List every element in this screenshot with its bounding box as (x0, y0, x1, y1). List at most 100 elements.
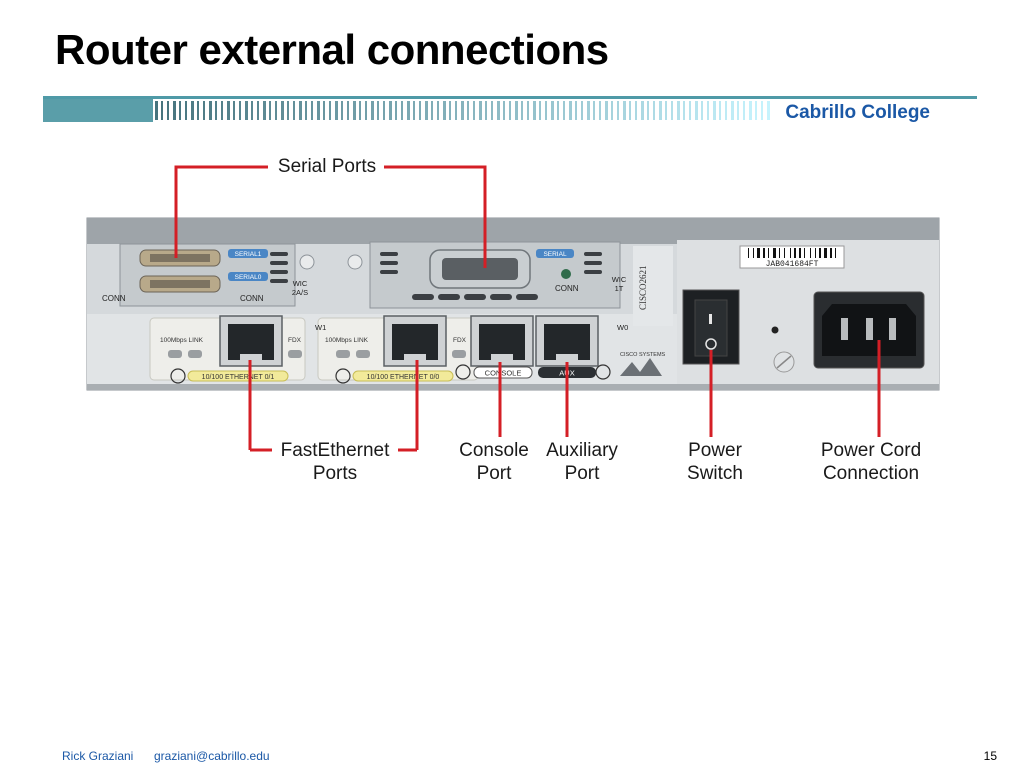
band-stripe (203, 101, 205, 120)
auxiliary-port (535, 315, 599, 367)
w1-label: W1 (315, 323, 326, 332)
link-mid-label: 100Mbps LINK (325, 337, 369, 344)
band-stripe (395, 101, 397, 120)
band-stripe (617, 101, 619, 120)
band-stripe (527, 101, 529, 120)
barcode-bar (815, 248, 816, 258)
band-stripe (209, 101, 212, 120)
band-stripe (389, 101, 392, 120)
band-stripe (197, 101, 199, 120)
console-port-callout: Console Port (459, 440, 529, 484)
callout-lines (174, 165, 881, 452)
band-stripe (311, 101, 313, 120)
power-cord-socket (813, 291, 925, 369)
band-stripe (605, 101, 608, 120)
band-stripe (533, 101, 536, 120)
conn-mid-label: CONN (240, 294, 264, 303)
barcode-bar (757, 248, 760, 258)
band-stripe (353, 101, 356, 120)
barcode-bar (830, 248, 832, 258)
band-stripe (251, 101, 253, 120)
power-cord-connection-callout: Power Cord Connection (820, 440, 922, 484)
band-stripe (473, 101, 475, 120)
fastethernet-0-0-port (383, 315, 447, 367)
barcode-bar (804, 248, 805, 258)
band-stripe (257, 101, 259, 120)
band-stripe (329, 101, 331, 120)
band-stripe (365, 101, 367, 120)
band-stripe (227, 101, 230, 120)
band-stripe (557, 101, 559, 120)
band-stripe (563, 101, 565, 120)
band-stripe (665, 101, 667, 120)
band-stripe (167, 101, 169, 120)
serial-number-label: JAB041684FT (766, 260, 819, 269)
band-stripe (479, 101, 482, 120)
band-stripe (611, 101, 613, 120)
conn-right-label: CONN (555, 284, 579, 293)
band-stripe (659, 101, 662, 120)
band-stripe (335, 101, 338, 120)
band-stripe (677, 101, 680, 120)
band-stripe (689, 101, 691, 120)
model-label: CISCO2621 (638, 265, 648, 310)
footer-email: graziani@cabrillo.edu (154, 749, 270, 763)
band-stripe (161, 101, 163, 120)
band-stripe (263, 101, 266, 120)
serial1-label: SERIAL1 (235, 251, 262, 258)
band-stripe (461, 101, 464, 120)
band-stripe (581, 101, 583, 120)
band-stripe (761, 101, 763, 120)
band-stripe (239, 101, 241, 120)
college-logo-text: Cabrillo College (785, 102, 930, 123)
band-stripe (179, 101, 181, 120)
barcode-bar (810, 248, 811, 258)
band-stripe (509, 101, 511, 120)
serial-ports-callout: Serial Ports (277, 156, 377, 177)
console-port (470, 315, 534, 367)
page-number: 15 (983, 749, 997, 763)
band-stripe (641, 101, 644, 120)
auxiliary-port-callout: Auxiliary Port (546, 440, 618, 484)
band-stripe (245, 101, 248, 120)
band-stripe (647, 101, 649, 120)
barcode-bar (819, 248, 821, 258)
barcode-bar (763, 248, 765, 258)
band-stripe (155, 101, 158, 120)
band-stripe (173, 101, 176, 120)
band-stripe (569, 101, 572, 120)
serial0-label: SERIAL0 (235, 274, 262, 281)
band-stripe (737, 101, 739, 120)
band-stripe (269, 101, 271, 120)
band-stripe (593, 101, 595, 120)
band-stripe (287, 101, 289, 120)
band-stripe (683, 101, 685, 120)
serial-label: SERIAL (543, 251, 567, 258)
band-stripe (401, 101, 403, 120)
power-switch-callout: Power Switch (687, 440, 743, 484)
conn-left-label: CONN (102, 294, 126, 303)
band-stripe (233, 101, 235, 120)
barcode-bar (824, 248, 827, 258)
band-stripe (521, 101, 523, 120)
band-stripe (317, 101, 320, 120)
barcode-bar (835, 248, 836, 258)
band-stripe (467, 101, 469, 120)
band-stripe (713, 101, 716, 120)
band-stripe (755, 101, 757, 120)
band-stripe (587, 101, 590, 120)
cisco-vendor-label: CISCO SYSTEMS (620, 352, 666, 358)
band-stripe (341, 101, 343, 120)
band-stripe (695, 101, 698, 120)
band-stripe (731, 101, 734, 120)
band-stripe (299, 101, 302, 120)
band-stripe (443, 101, 446, 120)
band-stripe (293, 101, 295, 120)
band-stripe (215, 101, 217, 120)
band-stripe (425, 101, 428, 120)
band-stripe (545, 101, 547, 120)
band-stripe (185, 101, 187, 120)
band-stripe (221, 101, 223, 120)
